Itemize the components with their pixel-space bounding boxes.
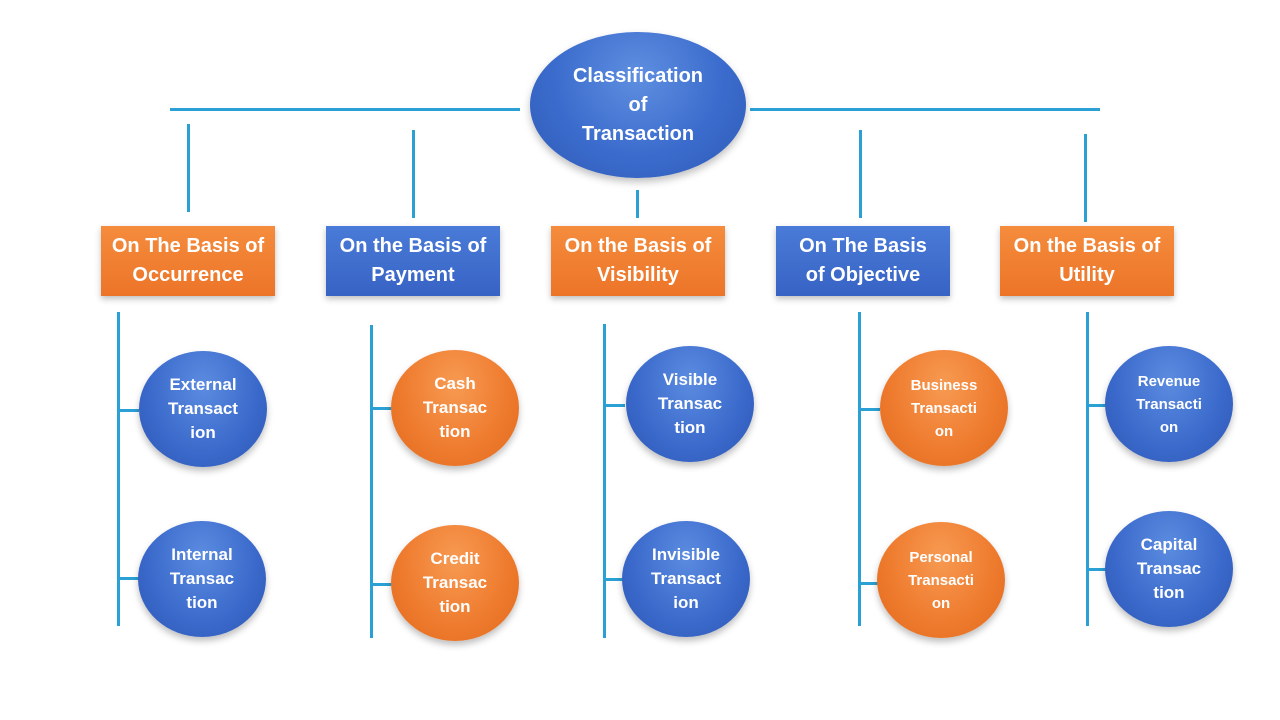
leaf-label-line: Transac (1136, 559, 1202, 578)
category-label-line: On The Basis of (111, 235, 265, 257)
leaf-label-line: External (169, 375, 237, 394)
category-label-line: On the Basis of (564, 235, 712, 257)
branch-tick (117, 577, 139, 580)
leaf-label-line: Personal (909, 548, 973, 566)
root-label-line: Classification (572, 64, 704, 87)
leaf-label-line: on (934, 422, 954, 440)
category-payment: On the Basis of Payment (326, 226, 500, 296)
category-visibility: On the Basis of Visibility (551, 226, 725, 296)
category-label-line: Occurrence (132, 264, 244, 286)
drop-connector-utility (1084, 134, 1087, 222)
leaf-label-line: Transac (657, 394, 723, 413)
leaf-business-transaction: Business Transacti on (880, 350, 1008, 466)
branch-tick (858, 582, 880, 585)
drop-connector-objective (859, 130, 862, 218)
drop-connector-visibility (636, 190, 639, 218)
leaf-label-line: Transacti (911, 399, 977, 417)
category-label-line: On the Basis of (1013, 235, 1161, 257)
branch-tick (370, 407, 392, 410)
leaf-label-line: tion (186, 593, 218, 612)
leaf-cash-transaction: Cash Transac tion (391, 350, 519, 466)
leaf-label-line: Transac (422, 573, 488, 592)
leaf-label-line: Visible (662, 370, 718, 389)
category-label-line: Visibility (597, 264, 679, 286)
leaf-label-line: Transacti (1136, 395, 1202, 413)
leaf-label-line: tion (439, 422, 471, 441)
leaf-visible-transaction: Visible Transac tion (626, 346, 754, 462)
root-label-line: of (628, 93, 648, 116)
leaf-label-line: tion (439, 597, 471, 616)
leaf-revenue-transaction: Revenue Transacti on (1105, 346, 1233, 462)
top-connector-right (750, 108, 1100, 111)
root-label-line: Transaction (581, 122, 695, 145)
branch-tick (603, 404, 625, 407)
drop-connector-payment (412, 130, 415, 218)
category-label-line: On the Basis of (339, 235, 487, 257)
leaf-label-line: ion (673, 593, 699, 612)
category-utility: On the Basis of Utility (1000, 226, 1174, 296)
leaf-label-line: Transact (651, 569, 721, 588)
leaf-personal-transaction: Personal Transacti on (877, 522, 1005, 638)
leaf-label-line: on (931, 594, 951, 612)
root-label: Classification of Transaction (573, 62, 703, 149)
category-label-line: On The Basis (799, 235, 927, 257)
branch-tick (370, 583, 392, 586)
branch-tick (1086, 568, 1106, 571)
leaf-label-line: Capital (1140, 535, 1198, 554)
branch-spine-payment (370, 325, 373, 638)
leaf-label-line: Transacti (908, 571, 974, 589)
leaf-label-line: Internal (171, 545, 233, 564)
branch-tick (117, 409, 139, 412)
branch-tick (603, 578, 625, 581)
leaf-capital-transaction: Capital Transac tion (1105, 511, 1233, 627)
branch-spine-objective (858, 312, 861, 626)
leaf-label-line: ion (190, 423, 216, 442)
root-node: Classification of Transaction (530, 32, 746, 178)
leaf-label-line: Revenue (1137, 372, 1201, 390)
leaf-label-line: tion (674, 418, 706, 437)
branch-spine-occurrence (117, 312, 120, 626)
leaf-label-line: tion (1153, 583, 1185, 602)
drop-connector-occurrence (187, 124, 190, 212)
branch-tick (858, 408, 880, 411)
category-label-line: Payment (371, 264, 455, 286)
category-occurrence: On The Basis of Occurrence (101, 226, 275, 296)
leaf-label-line: Invisible (651, 545, 721, 564)
branch-tick (1086, 404, 1106, 407)
leaf-internal-transaction: Internal Transac tion (138, 521, 266, 637)
leaf-label-line: Transact (168, 399, 238, 418)
leaf-invisible-transaction: Invisible Transact ion (622, 521, 750, 637)
leaf-label-line: Transac (422, 398, 488, 417)
leaf-credit-transaction: Credit Transac tion (391, 525, 519, 641)
leaf-label-line: Transac (169, 569, 235, 588)
leaf-external-transaction: External Transact ion (139, 351, 267, 467)
leaf-label-line: on (1159, 418, 1179, 436)
category-objective: On The Basis of Objective (776, 226, 950, 296)
leaf-label-line: Cash (434, 374, 476, 393)
top-connector-left (170, 108, 520, 111)
category-label-line: Utility (1059, 264, 1115, 286)
branch-spine-visibility (603, 324, 606, 638)
leaf-label-line: Credit (430, 549, 480, 568)
branch-spine-utility (1086, 312, 1089, 626)
leaf-label-line: Business (910, 376, 978, 394)
category-label-line: of Objective (805, 264, 921, 286)
